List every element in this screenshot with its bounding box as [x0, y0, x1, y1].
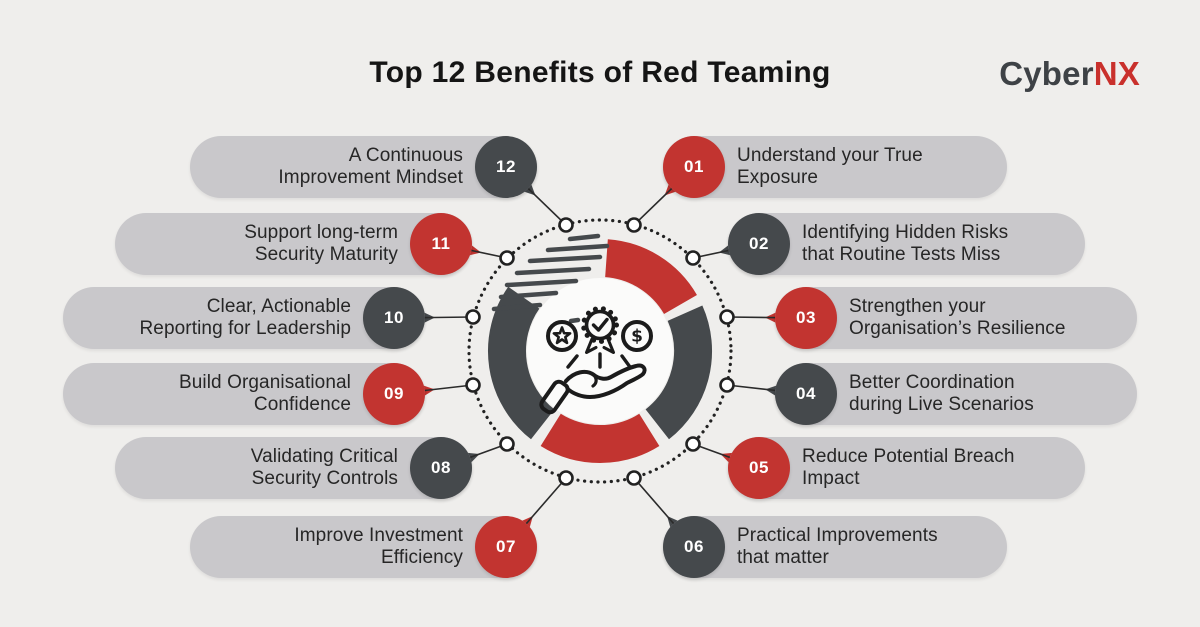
ring-node [626, 217, 642, 233]
ring-node [685, 436, 701, 452]
benefit-label-10: Clear, Actionable Reporting for Leadersh… [139, 295, 351, 339]
benefit-label-08: Validating Critical Security Controls [250, 445, 398, 489]
ribbon-check-badge-icon [581, 306, 619, 354]
benefit-label-05: Reduce Potential Breach Impact [802, 445, 1015, 489]
award-hand-icon: $ [539, 306, 653, 415]
benefit-number-06: 06 [663, 516, 725, 578]
benefit-number-08: 08 [410, 437, 472, 499]
benefit-number-10: 10 [363, 287, 425, 349]
benefit-label-12: A Continuous Improvement Mindset [278, 144, 463, 188]
benefit-label-02: Identifying Hidden Risks that Routine Te… [802, 221, 1009, 265]
inner-disc [527, 278, 673, 424]
ring-node [499, 250, 515, 266]
benefit-label-01: Understand your True Exposure [737, 144, 923, 188]
speed-lines [491, 233, 610, 324]
benefit-number-04: 04 [775, 363, 837, 425]
ring-node [719, 377, 735, 393]
benefit-label-04: Better Coordination during Live Scenario… [849, 371, 1034, 415]
radiating-dashes [566, 352, 632, 369]
ring-node [685, 250, 701, 266]
brand-logo: CyberNX [999, 55, 1140, 93]
ring-node [465, 309, 481, 325]
benefit-label-11: Support long-term Security Maturity [244, 221, 398, 265]
benefit-number-07: 07 [475, 516, 537, 578]
ring-node [499, 436, 515, 452]
benefit-label-06: Practical Improvements that matter [737, 524, 938, 568]
benefit-label-07: Improve Investment Efficiency [294, 524, 463, 568]
star-medal-icon [546, 320, 578, 352]
dollar-coin-icon: $ [621, 320, 653, 352]
brand-logo-part2: NX [1093, 55, 1140, 92]
arc-segment-top-right [604, 239, 697, 315]
ring-nodes [465, 217, 735, 486]
brand-logo-part1: Cyber [999, 55, 1094, 92]
benefit-number-03: 03 [775, 287, 837, 349]
page-title: Top 12 Benefits of Red Teaming [369, 56, 831, 89]
benefit-number-05: 05 [728, 437, 790, 499]
ring-node [719, 309, 735, 325]
dotted-ring [467, 218, 733, 484]
ring-node [558, 217, 574, 233]
dollar-glyph: $ [631, 327, 643, 347]
arc-segment-left [488, 286, 555, 440]
arc-segment-bottom [540, 413, 660, 463]
benefit-pill-04: Better Coordination during Live Scenario… [775, 363, 1137, 425]
benefit-label-03: Strengthen your Organisation’s Resilienc… [849, 295, 1066, 339]
benefit-pill-01: Understand your True Exposure [663, 136, 1007, 198]
benefit-number-12: 12 [475, 136, 537, 198]
ring-node [626, 470, 642, 486]
giving-hand-icon [539, 363, 647, 415]
benefit-number-02: 02 [728, 213, 790, 275]
ring-node [465, 377, 481, 393]
benefit-number-09: 09 [363, 363, 425, 425]
benefit-number-11: 11 [410, 213, 472, 275]
arc-segment-right [645, 305, 713, 440]
ring-node [558, 470, 574, 486]
benefit-number-01: 01 [663, 136, 725, 198]
benefit-label-09: Build Organisational Confidence [178, 371, 351, 415]
